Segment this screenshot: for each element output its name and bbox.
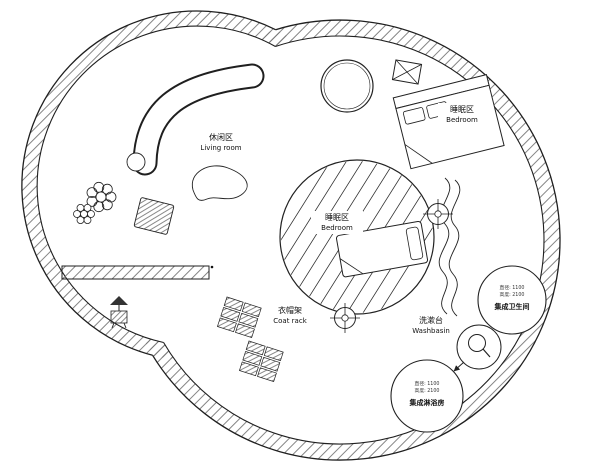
center-platform — [279, 159, 435, 315]
washbasin-label-en: Washbasin — [412, 327, 450, 335]
bedroom-center-label-plate — [311, 211, 363, 234]
coat-rack-box — [220, 307, 241, 322]
marker-center — [341, 314, 349, 322]
stool-body — [110, 310, 128, 324]
stool-icon — [110, 296, 128, 329]
shower-pod-name: 集成淋浴房 — [409, 398, 445, 407]
area-labels: 休闲区 Living room 睡眠区 Bedroom 睡眠区 Bedroom … — [200, 105, 478, 335]
outer-boundary-main — [152, 19, 561, 461]
plant-small-icon — [73, 204, 95, 224]
column-marker-icon — [423, 199, 453, 229]
shower-pod: 直径: 1100 高度: 2100 集成淋浴房 — [390, 359, 464, 433]
coat-rack-label-en: Coat rack — [273, 317, 307, 325]
armchair-seat — [133, 197, 175, 235]
shower-pod-spec-1: 直径: 1100 — [415, 380, 440, 387]
wave-line-1 — [438, 177, 451, 315]
shower-pod-circle — [390, 359, 464, 433]
coat-rack-label-zh: 衣帽架 — [278, 305, 302, 315]
lamp-diagonal-2 — [392, 64, 422, 80]
living-room-furniture — [73, 63, 265, 235]
bed-pillow-1 — [402, 107, 426, 125]
bedroom-center-label-en: Bedroom — [321, 224, 353, 232]
coffee-table — [191, 165, 248, 201]
living-room-label-en: Living room — [200, 144, 241, 152]
coat-rack-box — [238, 312, 259, 328]
sofa-cushion — [134, 65, 263, 174]
coat-rack-box — [235, 323, 255, 339]
coat-rack-box — [245, 340, 266, 356]
round-table — [320, 59, 374, 113]
coat-rack-box — [260, 356, 281, 372]
living-room-label-zh: 休闲区 — [209, 132, 233, 142]
faucet-handle — [482, 348, 491, 358]
direction-arrow-icon — [453, 361, 465, 372]
coat-rack-box — [223, 296, 244, 312]
armchair — [133, 197, 175, 235]
coat-rack-box — [263, 346, 284, 362]
round-table-inner — [323, 62, 371, 110]
toilet-pod: 直径: 1100 高度: 2100 集成卫生间 — [477, 265, 547, 335]
coat-rack-box — [238, 361, 259, 377]
stool-leg-right — [123, 322, 127, 329]
faucet-bowl — [468, 334, 486, 352]
bed-center — [335, 221, 429, 278]
bedroom-upper-label-plate — [438, 103, 486, 125]
faucet-icon — [468, 334, 491, 358]
dot-marker — [210, 265, 214, 269]
plant-icon — [86, 181, 117, 213]
bed-center-pillow — [405, 226, 424, 261]
coat-rack-group-1 — [216, 296, 262, 339]
toilet-pod-spec-2: 高度: 2100 — [500, 291, 525, 298]
shower-pod-spec-2: 高度: 2100 — [415, 387, 440, 394]
coat-rack-box — [241, 302, 262, 318]
toilet-pod-circle — [477, 265, 547, 335]
inner-boundary-annex — [36, 25, 276, 344]
stool-top — [110, 296, 128, 305]
coat-rack-box — [257, 367, 277, 383]
coat-rack-box — [216, 317, 237, 333]
side-table — [126, 152, 146, 172]
marker-center — [434, 210, 442, 218]
bed-center-mattress — [335, 221, 429, 278]
bedroom-upper-label-en: Bedroom — [446, 116, 478, 124]
toilet-pod-name: 集成卫生间 — [494, 302, 530, 311]
bed-fold-line — [404, 144, 433, 164]
washbasin-label-zh: 洗漱台 — [419, 315, 443, 325]
interior-wall — [61, 265, 210, 280]
stool-leg-left — [111, 322, 115, 329]
coat-rack-box — [242, 351, 263, 366]
bedroom-upper-label-zh: 睡眠区 — [450, 105, 474, 114]
ceiling-lamp-icon — [391, 59, 423, 85]
bed-center-fold — [339, 258, 364, 275]
toilet-pod-spec-1: 直径: 1100 — [500, 284, 525, 291]
column-marker-icon-2 — [330, 303, 360, 333]
wave-line-2 — [448, 179, 461, 317]
outer-boundary-annex — [21, 10, 276, 356]
bedroom-center-label-zh: 睡眠区 — [325, 213, 349, 222]
coat-rack-group-2 — [238, 340, 284, 383]
